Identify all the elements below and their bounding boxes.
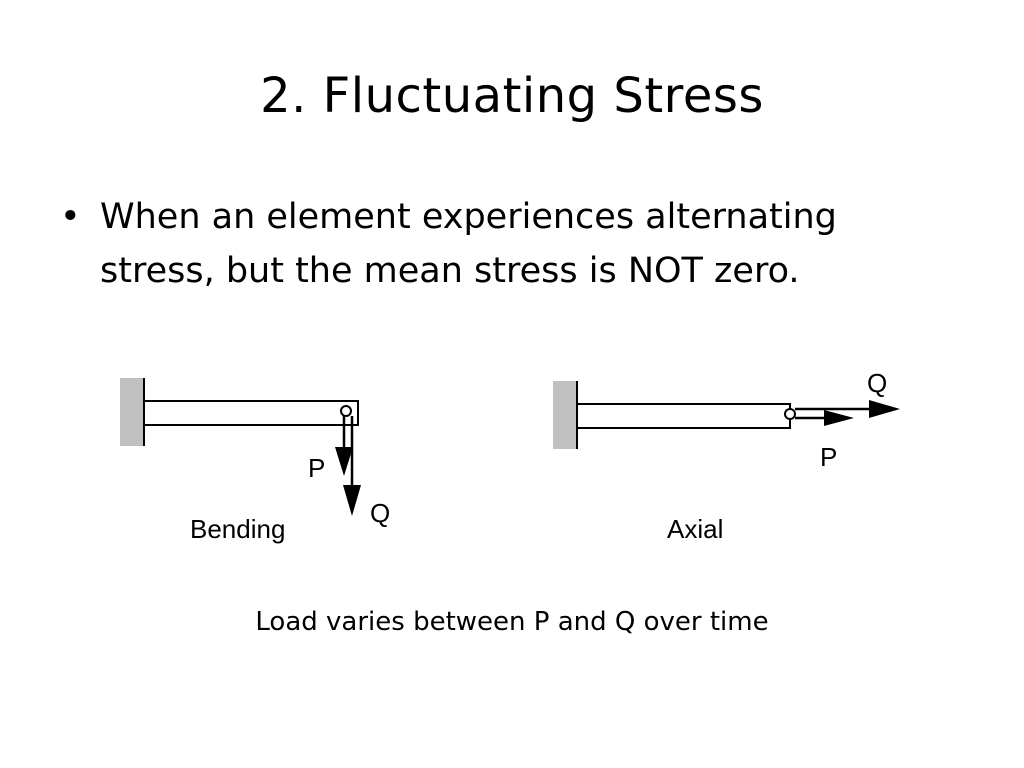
bending-load-pin — [340, 405, 352, 417]
axial-wall — [553, 381, 577, 449]
bending-load-q-arrowhead — [343, 485, 361, 516]
axial-label: Axial — [667, 514, 723, 544]
axial-load-pin — [784, 408, 796, 420]
bullet-text: When an element experiences alternating … — [100, 197, 837, 291]
bullet-marker: • — [60, 197, 81, 237]
slide-title: 2. Fluctuating Stress — [260, 68, 764, 124]
bending-load-p-label: P — [308, 453, 325, 483]
bending-wall — [120, 378, 144, 446]
bending-beam — [143, 400, 359, 426]
axial-member: Q P Axial — [553, 368, 900, 544]
axial-load-q-arrowhead — [869, 400, 900, 418]
axial-load-p-label: P — [820, 442, 837, 472]
axial-load-p-arrowhead — [824, 410, 854, 426]
axial-load-q-label: Q — [867, 368, 887, 398]
bending-load-q-label: Q — [370, 498, 390, 528]
diagram-caption: Load varies between P and Q over time — [255, 607, 769, 637]
bending-load-p-arrowhead — [335, 447, 353, 476]
bending-cantilever: P Q Bending — [120, 378, 390, 544]
bending-label: Bending — [190, 514, 285, 544]
axial-bar — [576, 403, 791, 429]
bullet-point: • When an element experiences alternatin… — [60, 190, 960, 298]
